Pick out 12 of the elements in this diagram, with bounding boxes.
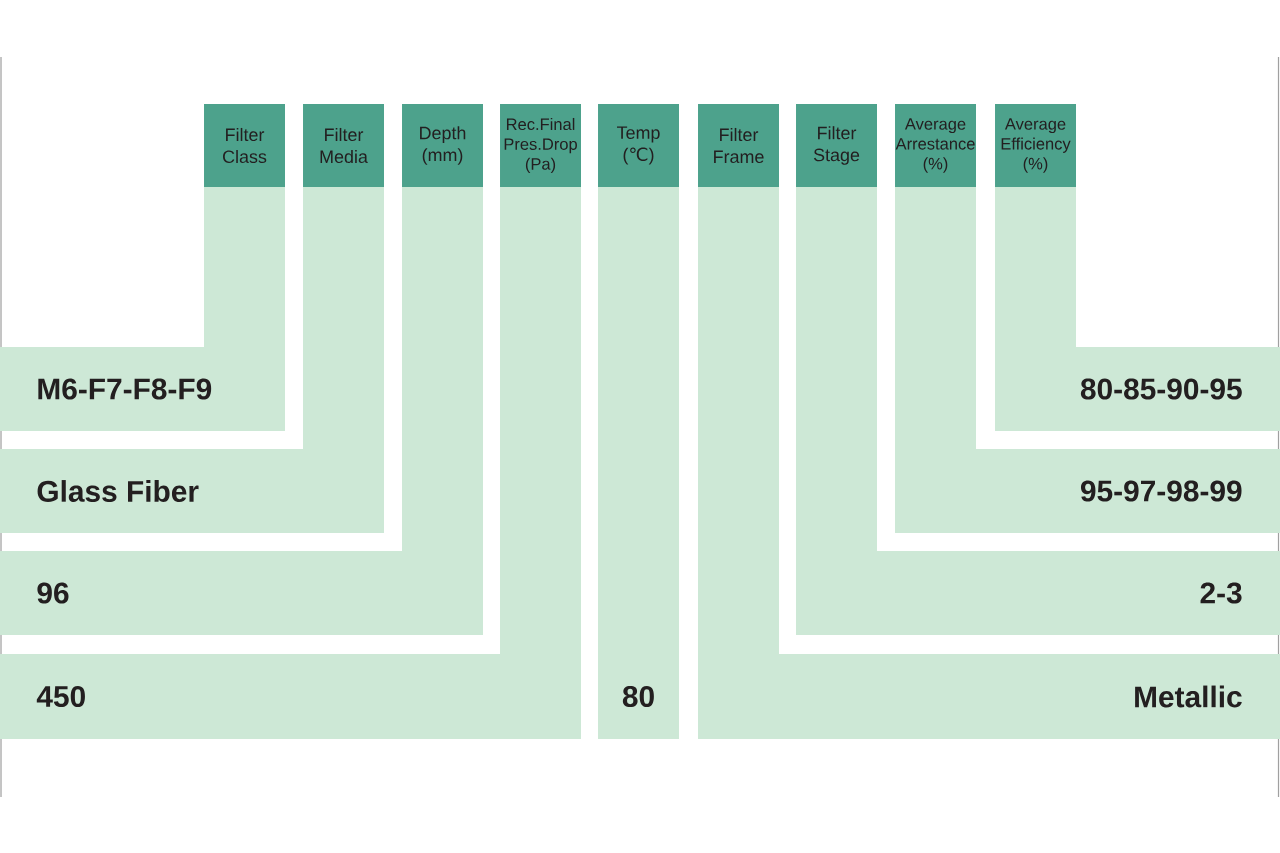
header-box: Filter Stage — [796, 104, 877, 187]
header-box: Rec.Final Pres.Drop (Pa) — [500, 104, 581, 187]
value-band: 80 — [598, 187, 679, 739]
header-box: Average Arrestance (%) — [895, 104, 976, 187]
header-box: Filter Class — [204, 104, 285, 187]
header-box: Filter Media — [303, 104, 384, 187]
header-box: Temp (℃) — [598, 104, 679, 187]
header-box: Filter Frame — [698, 104, 779, 187]
value-band: M6-F7-F8-F9 — [0, 187, 285, 431]
header-box: Depth (mm) — [402, 104, 483, 187]
value-band: 80-85-90-95 — [995, 187, 1280, 431]
header-box: Average Efficiency (%) — [995, 104, 1076, 187]
